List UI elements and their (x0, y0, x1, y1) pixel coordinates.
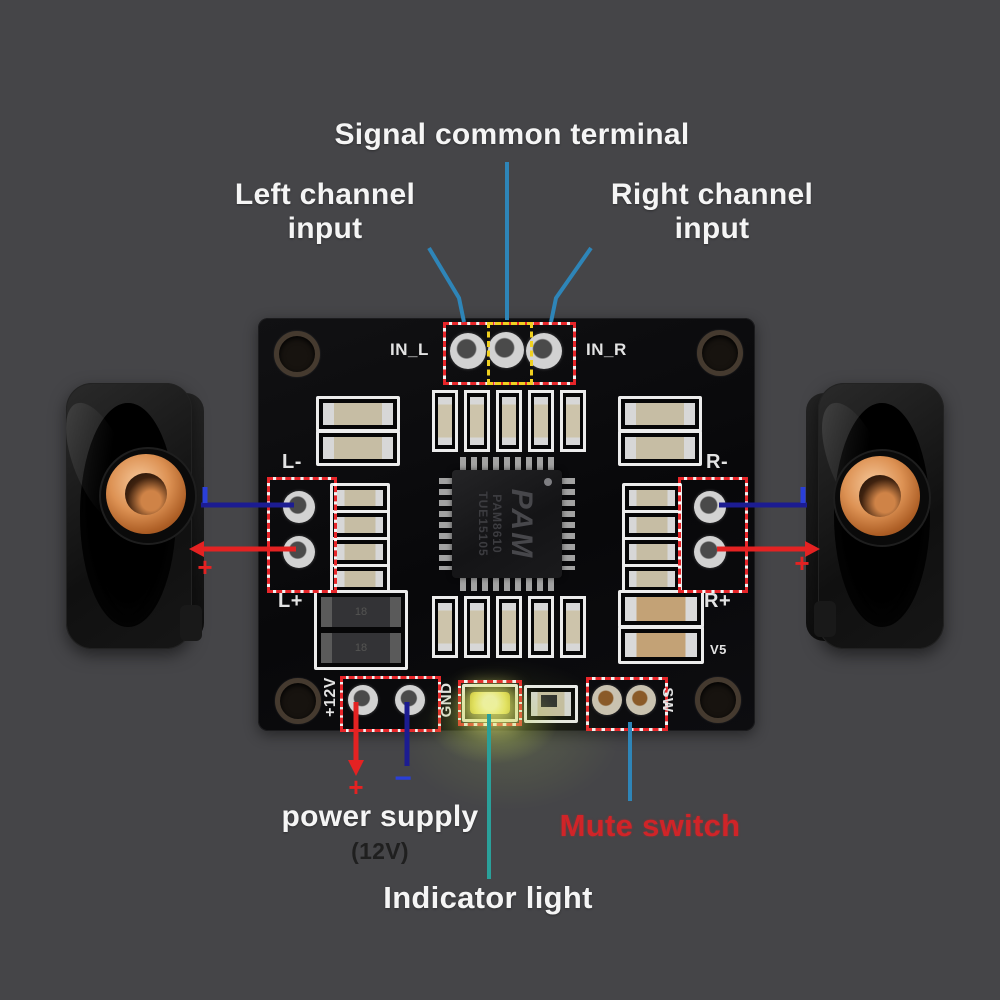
smd-capacitor (618, 626, 704, 664)
smd-capacitor (618, 590, 704, 628)
power-plus: + (348, 772, 364, 802)
power-highlight-box (340, 676, 441, 732)
mute-switch-label: Mute switch (559, 808, 741, 843)
pad-signal-common (488, 332, 524, 368)
right-channel-input-label: Right channel input (610, 178, 814, 245)
power-supply-label: power supply (281, 800, 479, 833)
pad-r-plus (694, 536, 726, 568)
smd-capacitor (316, 396, 400, 432)
silk-r-plus-label: R+ (704, 590, 732, 612)
smd-resistor (524, 685, 578, 723)
silk-l-minus-label: L- (282, 451, 302, 473)
chip-lot-code: TUE15105 (476, 491, 490, 557)
right-output-highlight-box (678, 477, 748, 593)
right-speaker-driver-center (859, 475, 901, 517)
chip-part-number: PAM8610 (490, 494, 504, 554)
chip-pins-bottom (460, 578, 554, 591)
silk-l-plus-label: L+ (278, 590, 303, 612)
mounting-hole-top-right (697, 330, 743, 376)
chip-pin1-dot (544, 478, 552, 486)
left-channel-input-label: Left channel input (234, 178, 416, 245)
left-speaker-driver-center (125, 473, 167, 515)
smd-resistor (330, 510, 390, 540)
power-supply-voltage-label: (12V) (351, 838, 409, 864)
smd-capacitor (618, 396, 702, 432)
left-speaker-foot (180, 605, 202, 641)
smd-resistor (622, 510, 682, 540)
smd-capacitor (618, 430, 702, 466)
indicator-highlight-box (458, 680, 522, 726)
inductor-marking: 18 (354, 642, 368, 654)
smd-mark (541, 695, 557, 707)
pad-in-left (450, 333, 486, 369)
chip-pins-top (460, 457, 554, 470)
smd-resistor (622, 537, 682, 567)
right-speaker-plus: + (794, 548, 810, 578)
chip-pins-left (439, 478, 452, 570)
left-output-highlight-box (267, 477, 337, 593)
silk-in-r-label: IN_R (586, 340, 627, 359)
signal-common-highlight-box (487, 322, 533, 385)
signal-common-terminal-label: Signal common terminal (334, 118, 690, 151)
amplifier-board: IN_L IN_R 18 18 (258, 318, 755, 732)
mounting-hole-bottom-left (275, 678, 321, 724)
silk-r-minus-label: R- (706, 451, 729, 473)
inductor-pair-left: 18 18 (314, 590, 408, 670)
pad-power-plus (348, 685, 378, 715)
chip-markings: PAM PAM8610 TUE15105 (453, 470, 561, 578)
mute-switch-highlight-box (586, 677, 668, 731)
smd-resistor (330, 483, 390, 513)
silk-v5-label: V5 (710, 642, 727, 657)
power-minus: − (394, 762, 412, 795)
right-speaker (806, 383, 944, 649)
left-speaker (51, 383, 204, 649)
pad-sw-1 (592, 685, 622, 715)
chip-brand-logo: PAM (505, 488, 538, 560)
pad-sw-2 (626, 685, 656, 715)
indicator-light-label: Indicator light (383, 880, 593, 915)
pad-power-minus (395, 685, 425, 715)
smd-row-bottom (432, 596, 586, 658)
right-speaker-foot (814, 601, 836, 637)
mounting-hole-top-left (274, 331, 320, 377)
left-speaker-face (51, 383, 197, 649)
pad-l-plus (283, 536, 315, 568)
silk-in-l-label: IN_L (390, 340, 429, 359)
right-speaker-face (807, 383, 944, 649)
smd-resistor (330, 537, 390, 567)
smd-capacitor (316, 430, 400, 466)
left-speaker-plus: + (197, 552, 213, 582)
silk-gnd-label: GND (437, 682, 455, 718)
silk-12v-label: +12V (322, 677, 339, 717)
mounting-hole-bottom-right (695, 677, 741, 723)
chip-pins-right (562, 478, 575, 570)
leader-right-input (549, 246, 593, 323)
silk-sw-label: SW (659, 687, 677, 713)
smd-row-top (432, 390, 586, 452)
pam8610-chip (452, 470, 562, 578)
inductor-marking: 18 (354, 606, 368, 618)
smd-resistor (622, 483, 682, 513)
leader-left-input (427, 246, 466, 323)
